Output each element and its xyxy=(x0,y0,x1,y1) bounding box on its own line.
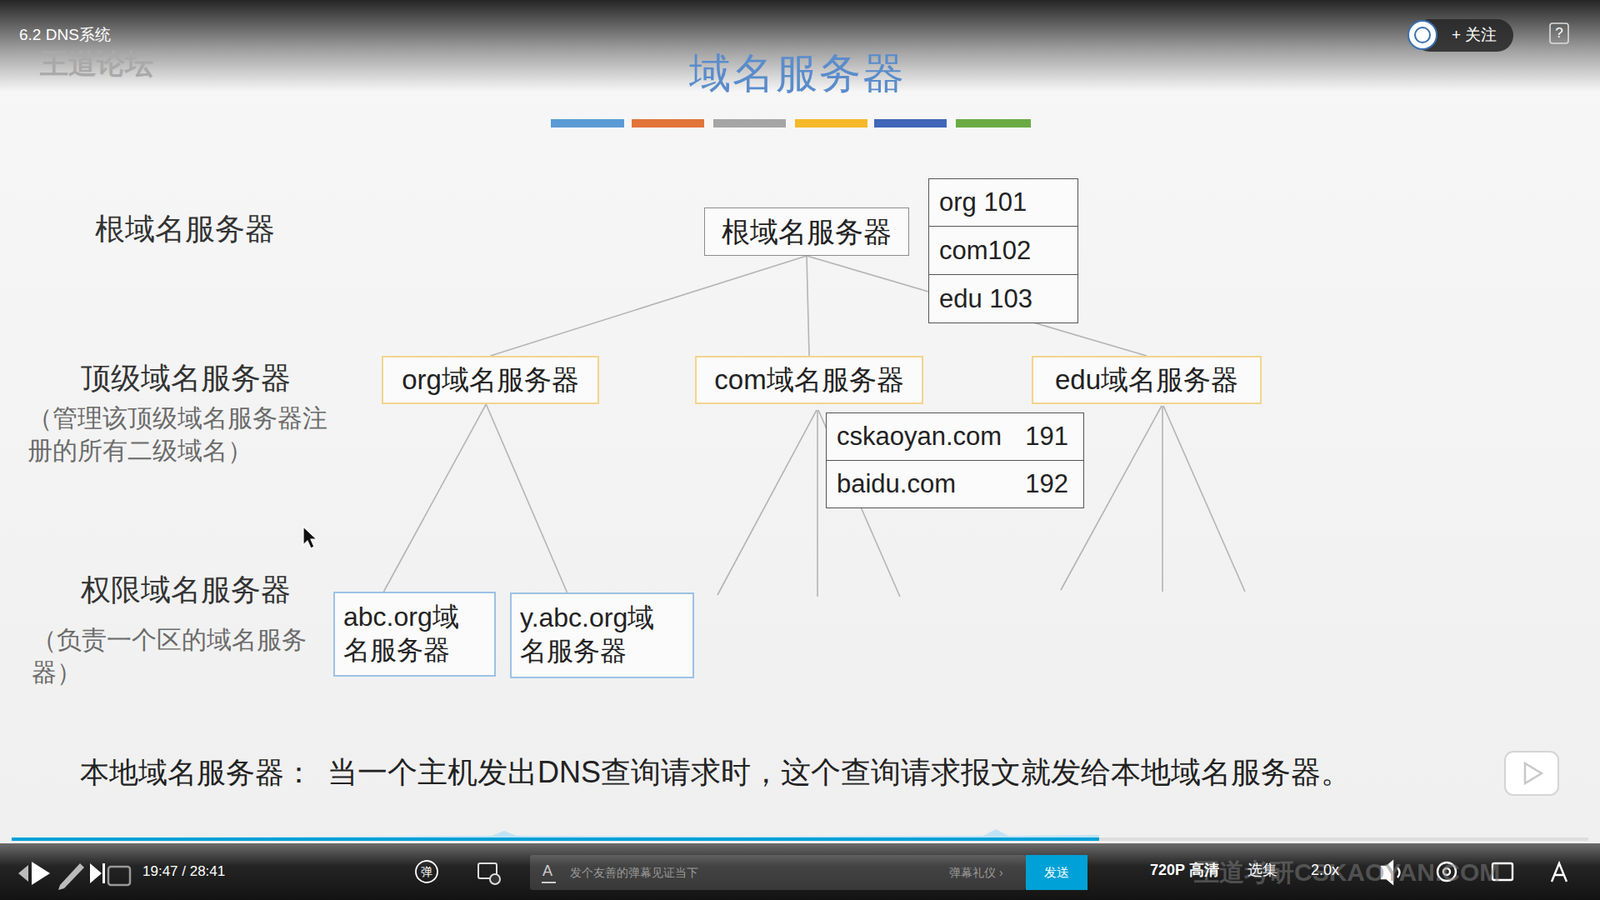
progress-track xyxy=(11,837,1589,841)
node-text: baidu.com xyxy=(836,468,956,500)
tree-connector xyxy=(485,404,567,593)
root-server-box: 根域名服务器 xyxy=(704,207,910,256)
level-note: （管理该顶级域名服务器注册的所有二级域名） xyxy=(27,401,349,467)
level-name: 根域名服务器 xyxy=(95,210,275,247)
playback-icons xyxy=(18,861,130,890)
speed-selector: 2.0x xyxy=(1310,861,1340,880)
tld-server-box: edu域名服务器 xyxy=(1031,355,1262,405)
branch-line xyxy=(717,410,817,595)
level-name: 权限域名服务器 xyxy=(80,571,291,608)
definition: 当一个主机发出DNS查询请求时，这个查询请求报文就发给本地域名服务器。 xyxy=(327,754,1351,790)
avatar-mark xyxy=(1415,27,1430,43)
tv-icon xyxy=(1505,751,1559,795)
danmaku-input xyxy=(530,855,1026,890)
play-glyph xyxy=(1525,763,1542,784)
mini-player-icon xyxy=(1505,751,1559,795)
watermark: 王道论坛 xyxy=(40,46,154,81)
node-text: com102 xyxy=(939,235,1031,266)
danmaku-placeholder: 发个友善的弹幕见证当下 xyxy=(570,865,699,880)
list-icon xyxy=(108,866,130,885)
node-text: 根域名服务器 xyxy=(721,215,892,250)
next-bar xyxy=(102,863,105,884)
watermark: 王道考研CSKAOYAN.COM xyxy=(1194,857,1500,888)
send-button xyxy=(1025,855,1088,890)
branch-line xyxy=(1163,405,1245,592)
video-title: 6.2 DNS系统 xyxy=(19,25,111,45)
font-underline xyxy=(541,881,556,884)
next-icon xyxy=(90,863,102,884)
node-text: 192 xyxy=(1025,468,1069,500)
branch-line xyxy=(1161,405,1164,592)
tree-connector xyxy=(490,255,808,356)
send-button-text: 发送 xyxy=(1044,865,1070,880)
time-display: 19:47 / 28:41 xyxy=(142,863,225,880)
node-text: edu域名服务器 xyxy=(1055,363,1239,397)
settings-gear xyxy=(490,874,500,885)
tld-server-box: com域名服务器 xyxy=(695,355,924,405)
tree-connector xyxy=(383,404,486,592)
quality-selector: 720P 高清 xyxy=(1150,861,1220,880)
branch-line xyxy=(816,410,819,597)
tree-branches xyxy=(717,405,1245,597)
danmaku-toggle: 弹 xyxy=(420,865,433,880)
node-text: org域名服务器 xyxy=(401,363,580,397)
color-segment xyxy=(955,119,1031,128)
color-segment xyxy=(874,119,947,128)
uploader-avatar xyxy=(1408,20,1437,50)
node-text: com域名服务器 xyxy=(714,363,904,397)
node-text: 191 xyxy=(1025,420,1069,452)
tld-server-box: org域名服务器 xyxy=(381,355,600,405)
authoritative-server-box: y.abc.org域名服务器 xyxy=(510,592,695,679)
danmaku-etiquette: 弹幕礼仪 › xyxy=(949,865,1004,880)
title-color-bar xyxy=(550,119,1031,128)
follow-button-text: + 关注 xyxy=(1451,25,1497,45)
table-cell: org 101 xyxy=(928,178,1079,227)
help-icon-text: ? xyxy=(1555,25,1563,42)
term: 本地域名服务器： xyxy=(80,755,314,790)
danmaku-toggle-ring xyxy=(415,860,438,883)
font-icon: A xyxy=(542,862,553,881)
episode-selector: 选集 xyxy=(1247,861,1278,880)
level-note: （负责一个区的域名服务器） xyxy=(31,623,340,689)
table-row: cskaoyan.com 191 xyxy=(825,412,1085,461)
color-segment xyxy=(713,119,786,128)
node-text: edu 103 xyxy=(939,283,1033,315)
color-segment xyxy=(795,119,868,128)
level-name: 顶级域名服务器 xyxy=(80,360,291,396)
play-icon xyxy=(31,861,50,885)
node-text: cskaoyan.com xyxy=(836,420,1002,452)
danmaku-settings-icon xyxy=(478,863,500,885)
table-row: baidu.com 192 xyxy=(825,460,1085,509)
node-text: y.abc.org域名服务器 xyxy=(520,600,676,668)
color-segment xyxy=(631,119,705,128)
slide-title: 域名服务器 xyxy=(689,48,906,99)
table-cell: com102 xyxy=(928,225,1079,275)
fullscreen-icon xyxy=(1551,863,1567,882)
table-cell: edu 103 xyxy=(928,274,1079,324)
help-icon xyxy=(1550,23,1569,44)
node-text: abc.org域名服务器 xyxy=(343,600,478,667)
node-text: org 101 xyxy=(939,186,1027,218)
authoritative-server-box: abc.org域名服务器 xyxy=(333,591,496,677)
pencil-icon xyxy=(58,863,85,890)
tree-connector xyxy=(806,255,810,356)
back-icon xyxy=(18,865,29,882)
control-bar xyxy=(0,843,1600,900)
mouse-cursor xyxy=(303,526,317,549)
progress-played xyxy=(11,837,1100,841)
color-segment xyxy=(550,119,625,128)
